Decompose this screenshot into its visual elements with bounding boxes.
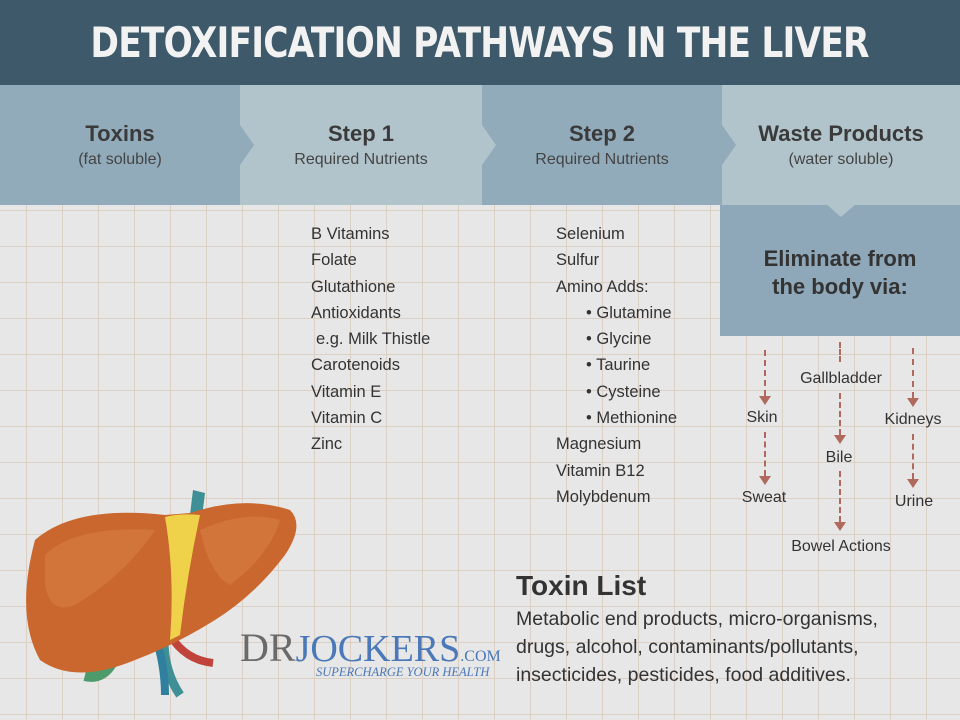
- list-item: • Taurine: [586, 356, 651, 375]
- title-text: DETOXIFICATION PATHWAYS IN THE LIVER: [90, 18, 870, 67]
- liver-illustration-icon: [26, 490, 297, 698]
- notch-icon: [825, 203, 857, 217]
- arrow-down-icon: [834, 522, 846, 531]
- route-gallbladder: Gallbladder: [800, 370, 882, 387]
- subheading: (fat soluble): [78, 151, 162, 168]
- route-urine: Urine: [894, 493, 934, 510]
- list-item: B Vitamins: [311, 225, 390, 243]
- list-item: Carotenoids: [311, 356, 400, 375]
- route-sweat: Sweat: [741, 489, 787, 506]
- toxin-line: drugs, alcohol, contaminants/pollutants,: [516, 636, 859, 658]
- dashed-line: [839, 471, 841, 522]
- logo-dr: DR: [240, 625, 296, 670]
- header-toxins: Toxins (fat soluble): [0, 85, 240, 205]
- logo-tagline: SUPERCHARGE YOUR HEALTH: [316, 665, 490, 679]
- list-item: • Glutamine: [586, 303, 672, 322]
- dashed-line: [839, 393, 841, 435]
- eliminate-line: Eliminate from: [763, 246, 917, 271]
- list-item: Glutathione: [311, 277, 396, 296]
- dashed-line: [764, 432, 766, 476]
- chevron-arrow-icon: [240, 125, 254, 165]
- toxin-line: Metabolic end products, micro-organisms,: [516, 608, 878, 630]
- step2-list: Selenium Sulfur Amino Adds: • Glutamine …: [556, 221, 677, 510]
- header-step2: Step 2 Required Nutrients: [482, 85, 722, 205]
- arrow-down-icon: [907, 398, 919, 407]
- list-item: e.g. Milk Thistle: [316, 330, 431, 349]
- dashed-line: [912, 348, 914, 398]
- eliminate-line: the body via:: [772, 274, 908, 299]
- logo-jockers: JOCKERS: [295, 628, 461, 670]
- drjockers-logo: DRJOCKERS.COM SUPERCHARGE YOUR HEALTH: [240, 625, 505, 685]
- dashed-line: [912, 434, 914, 479]
- arrow-down-icon: [834, 435, 846, 444]
- route-bile: Bile: [825, 449, 853, 466]
- arrow-down-icon: [759, 396, 771, 405]
- list-item: • Methionine: [586, 409, 678, 428]
- subheading: Required Nutrients: [535, 151, 669, 168]
- subheading: (water soluble): [788, 151, 894, 168]
- dashed-line: [839, 342, 841, 362]
- heading: Waste Products: [758, 121, 924, 146]
- route-skin: Skin: [746, 409, 778, 426]
- list-item: Vitamin E: [311, 382, 382, 401]
- page-title: DETOXIFICATION PATHWAYS IN THE LIVER: [0, 0, 960, 85]
- list-item: Amino Adds:: [556, 277, 649, 296]
- list-item: Antioxidants: [311, 303, 401, 322]
- list-item: Molybdenum: [556, 487, 651, 506]
- toxin-list-heading: Toxin List: [516, 570, 647, 601]
- heading: Step 1: [327, 121, 395, 146]
- list-item: Folate: [311, 251, 357, 270]
- chevron-arrow-icon: [722, 125, 736, 165]
- list-item: • Glycine: [586, 330, 652, 349]
- dashed-line: [764, 350, 766, 396]
- logo-com: .COM: [460, 648, 501, 665]
- list-item: Zinc: [311, 435, 343, 454]
- eliminate-box: Eliminate from the body via:: [720, 205, 960, 336]
- toxin-line: insecticides, pesticides, food additives…: [516, 664, 851, 686]
- toxin-list-text: Metabolic end products, micro-organisms,…: [516, 605, 956, 689]
- list-item: Sulfur: [556, 251, 600, 270]
- list-item: Vitamin C: [311, 409, 383, 428]
- arrow-down-icon: [907, 479, 919, 488]
- chevron-arrow-icon: [482, 125, 496, 165]
- arrow-down-icon: [759, 476, 771, 485]
- heading: Step 2: [568, 121, 636, 146]
- step1-list: B Vitamins Folate Glutathione Antioxidan…: [311, 221, 430, 458]
- heading: Toxins: [85, 121, 155, 146]
- subheading: Required Nutrients: [294, 151, 428, 168]
- list-item: Magnesium: [556, 435, 642, 454]
- header-waste: Waste Products (water soluble): [722, 85, 960, 205]
- list-item: Vitamin B12: [556, 461, 645, 480]
- header-step1: Step 1 Required Nutrients: [240, 85, 482, 205]
- route-kidneys: Kidneys: [884, 411, 942, 428]
- list-item: Selenium: [556, 225, 625, 243]
- list-item: • Cysteine: [586, 382, 661, 401]
- route-bowel: Bowel Actions: [791, 538, 891, 555]
